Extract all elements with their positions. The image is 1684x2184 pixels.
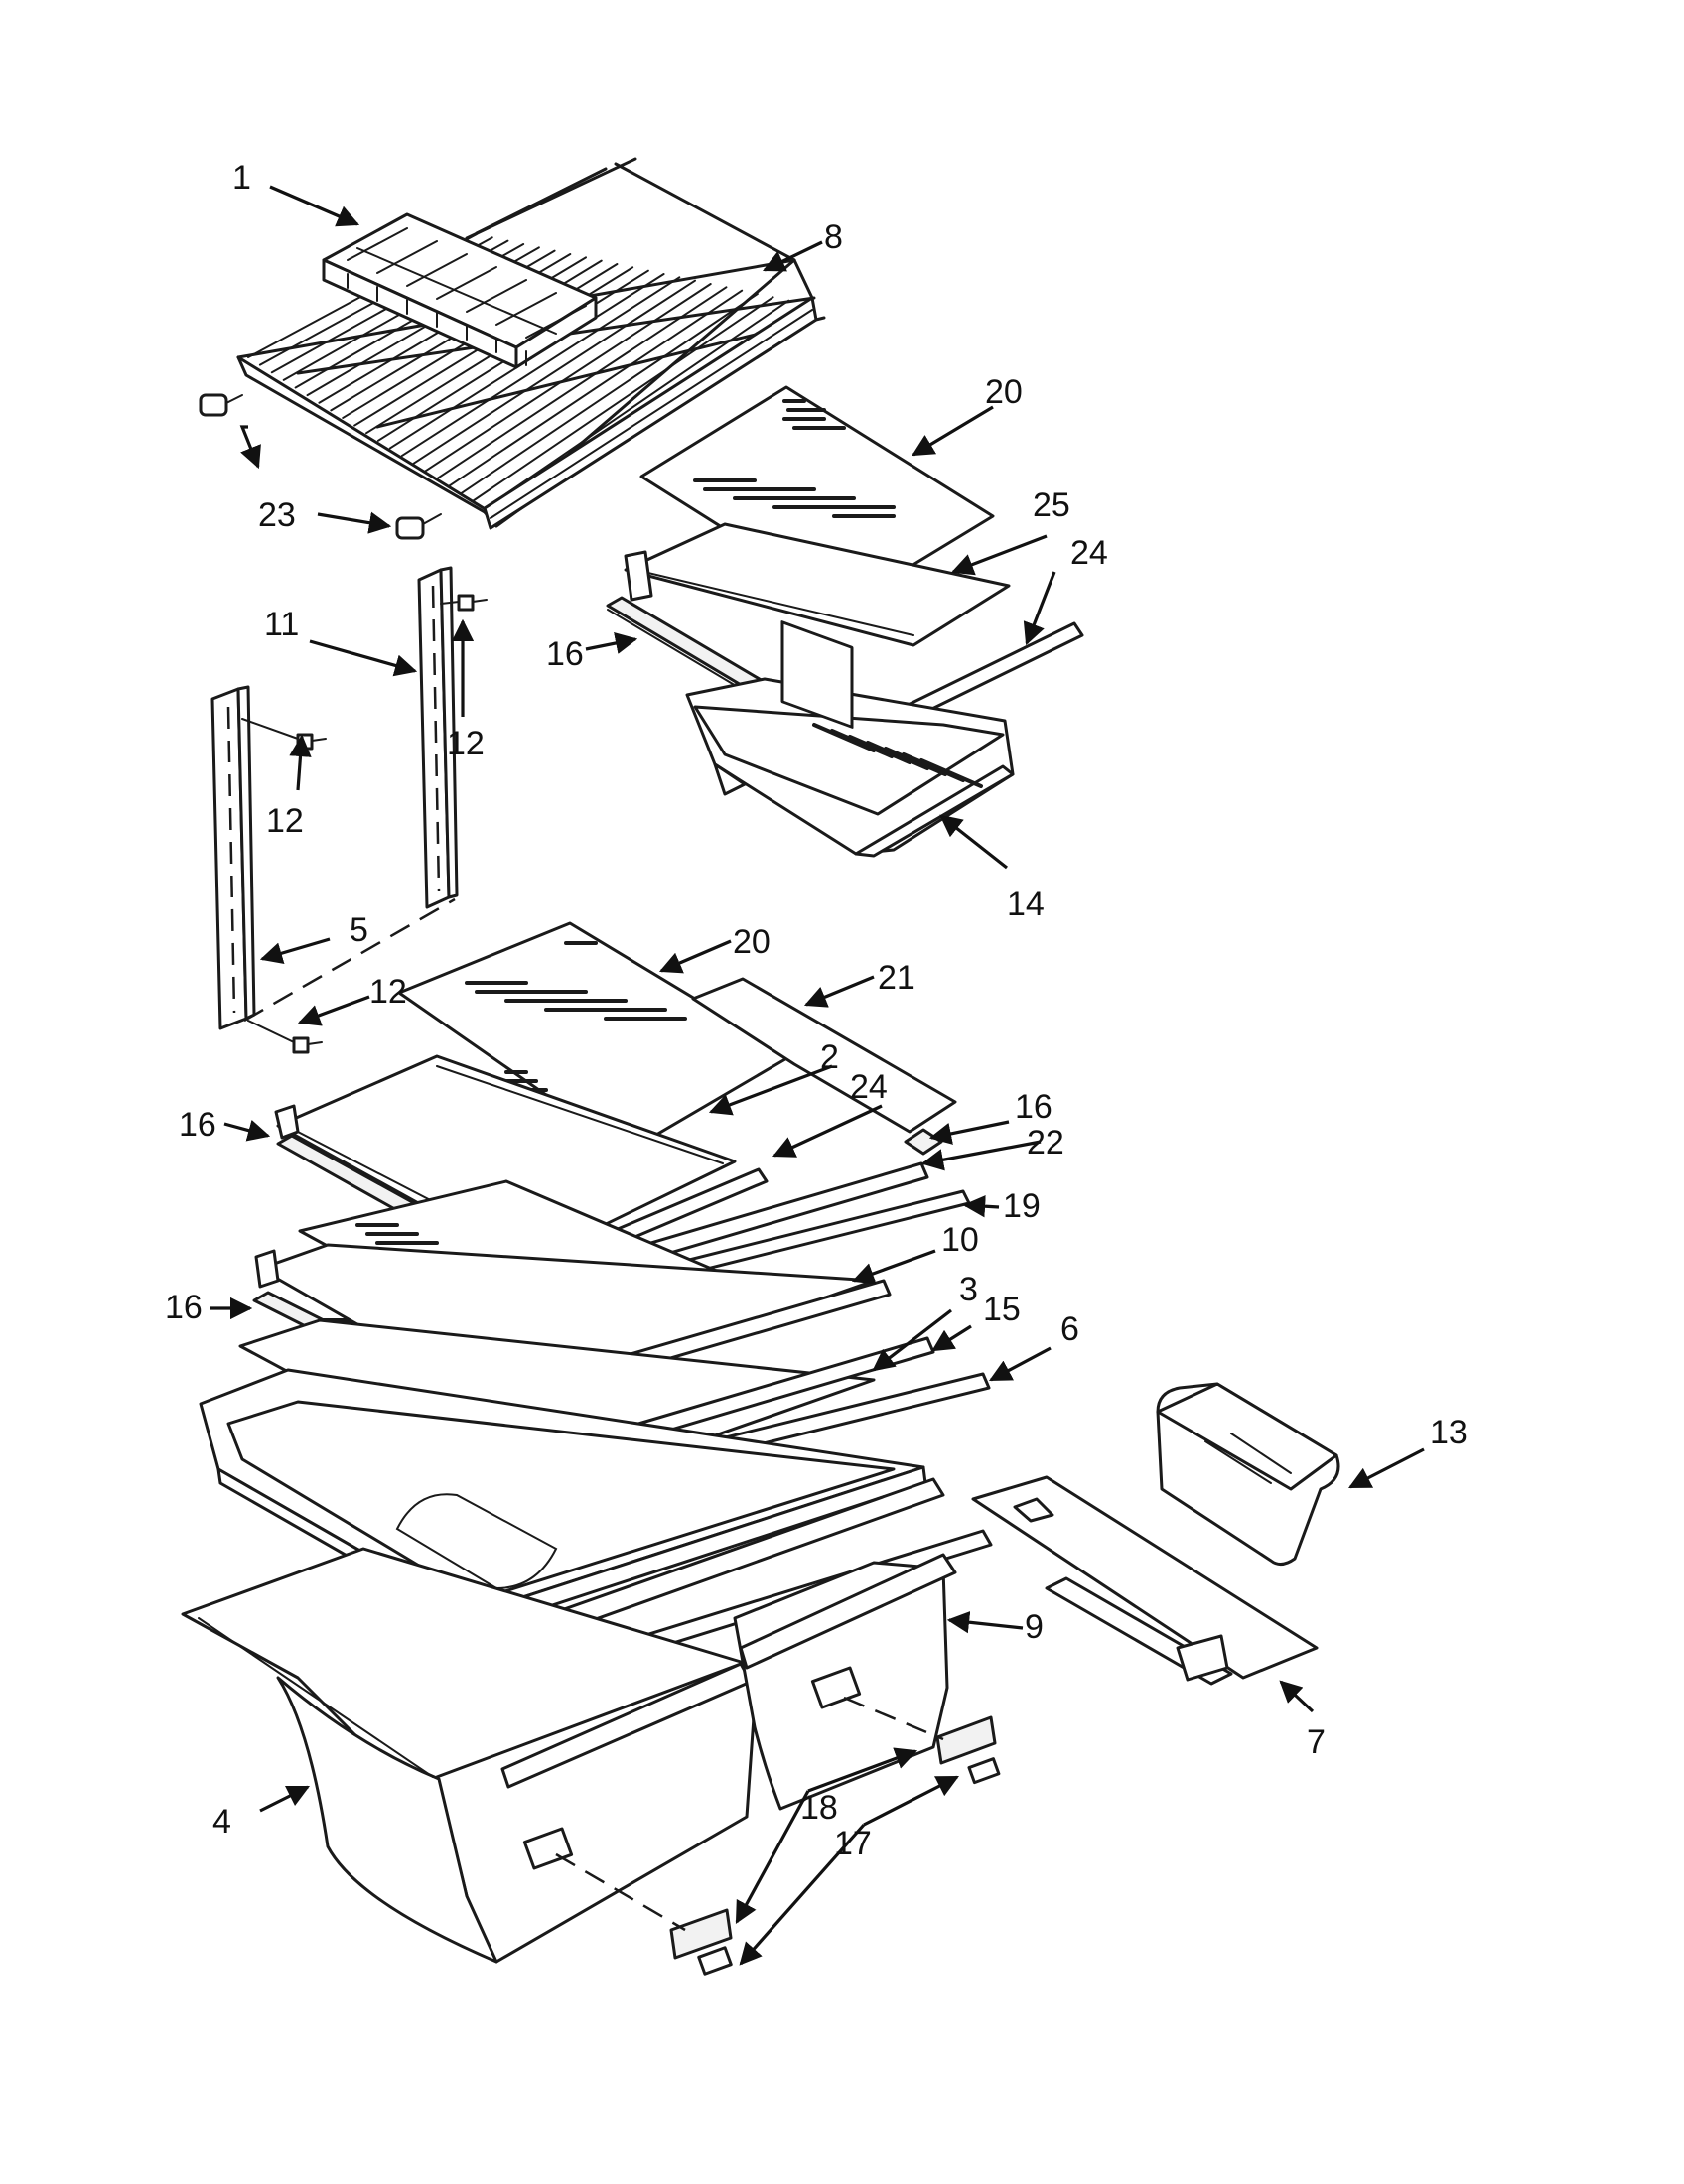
callout-20-middle: 20 (733, 923, 771, 961)
glass-shelf-middle-reflection (465, 941, 687, 1201)
screw-lower (247, 1020, 323, 1054)
shelf-ladder-right (417, 566, 459, 909)
callout-16-upper: 16 (546, 635, 584, 673)
callout-21: 21 (878, 959, 915, 997)
line-art-stroke (472, 296, 774, 502)
shelf-end-cap-right (395, 513, 442, 540)
callout-labels: 1 8 20 23 25 24 11 16 12 12 14 5 20 21 1… (165, 159, 1468, 1862)
screw-middle (241, 718, 327, 751)
slide-alignment-line-left (555, 1852, 686, 1932)
callout-3: 3 (959, 1271, 978, 1308)
line-art-stroke (356, 247, 557, 335)
control-housing (971, 1475, 1319, 1686)
callout-24-upper: 24 (1070, 534, 1108, 572)
callout-1: 1 (232, 159, 251, 197)
crisper-cover-panel (691, 977, 957, 1134)
callout-14: 14 (1007, 886, 1045, 923)
callout-8: 8 (824, 218, 843, 256)
callout-23: 23 (258, 496, 296, 534)
drawer-stop-left (697, 1946, 733, 1976)
cover-frame-upper (624, 522, 1011, 647)
drawer-slide-right (935, 1715, 997, 1765)
callout-12-upper: 12 (447, 725, 485, 762)
shelf-ladder-left (210, 685, 256, 1030)
callout-4: 4 (212, 1803, 231, 1841)
crisper-drawer-right (733, 1553, 957, 1811)
callout-17: 17 (834, 1825, 872, 1862)
ice-tray (322, 212, 598, 369)
line-art-stroke (424, 283, 712, 473)
shelf-end-cap-left (199, 393, 243, 417)
line-art-stroke (919, 758, 983, 788)
callout-24-middle: 24 (850, 1068, 888, 1106)
line-art-stroke (495, 292, 557, 326)
screw-upper (440, 594, 488, 612)
callout-10: 10 (941, 1221, 979, 1259)
line-art-stroke (412, 279, 696, 465)
callout-22: 22 (1027, 1124, 1064, 1161)
deli-drawer-grille (812, 723, 983, 788)
line-art-stroke (466, 279, 527, 313)
ice-tray-cells (347, 227, 587, 366)
callout-12-lower: 12 (369, 973, 407, 1011)
door-bin (1156, 1382, 1340, 1566)
callout-9: 9 (1025, 1608, 1044, 1646)
line-art-stroke (525, 305, 587, 339)
callout-6: 6 (1060, 1310, 1079, 1348)
callout-5: 5 (350, 911, 368, 949)
callout-2: 2 (820, 1038, 839, 1076)
callout-20-upper: 20 (985, 373, 1023, 411)
trim-strip-middle-right (904, 1128, 943, 1156)
line-art-stroke (460, 293, 759, 495)
line-art-stroke (406, 253, 468, 287)
line-art-stroke (400, 276, 681, 458)
callout-16-middle-left: 16 (179, 1106, 216, 1144)
line-art-stroke (436, 286, 728, 479)
callout-12-middle: 12 (266, 802, 304, 840)
callout-13: 13 (1430, 1414, 1468, 1451)
drawer-stop-right (967, 1757, 1001, 1785)
deli-drawer (685, 620, 1015, 858)
line-art-stroke (347, 227, 408, 261)
line-art-stroke (376, 240, 438, 274)
bracket-alignment-line (243, 897, 456, 1023)
callout-7: 7 (1307, 1723, 1326, 1761)
line-art-stroke (436, 266, 497, 300)
crisper-drawer-left (181, 1547, 761, 1964)
callout-25: 25 (1033, 486, 1070, 524)
callout-15: 15 (983, 1291, 1021, 1328)
line-art-stroke (448, 289, 744, 487)
leader-lines (210, 185, 1425, 1966)
callout-16-lower: 16 (165, 1289, 203, 1326)
drawer-slide-left (669, 1908, 733, 1960)
glass-shelf-upper-reflection (693, 399, 896, 518)
callout-16-middle-right: 16 (1015, 1088, 1052, 1126)
callout-18: 18 (800, 1789, 838, 1827)
callout-19: 19 (1003, 1187, 1041, 1225)
slide-alignment-line-right (843, 1696, 944, 1741)
callout-11: 11 (264, 606, 299, 643)
